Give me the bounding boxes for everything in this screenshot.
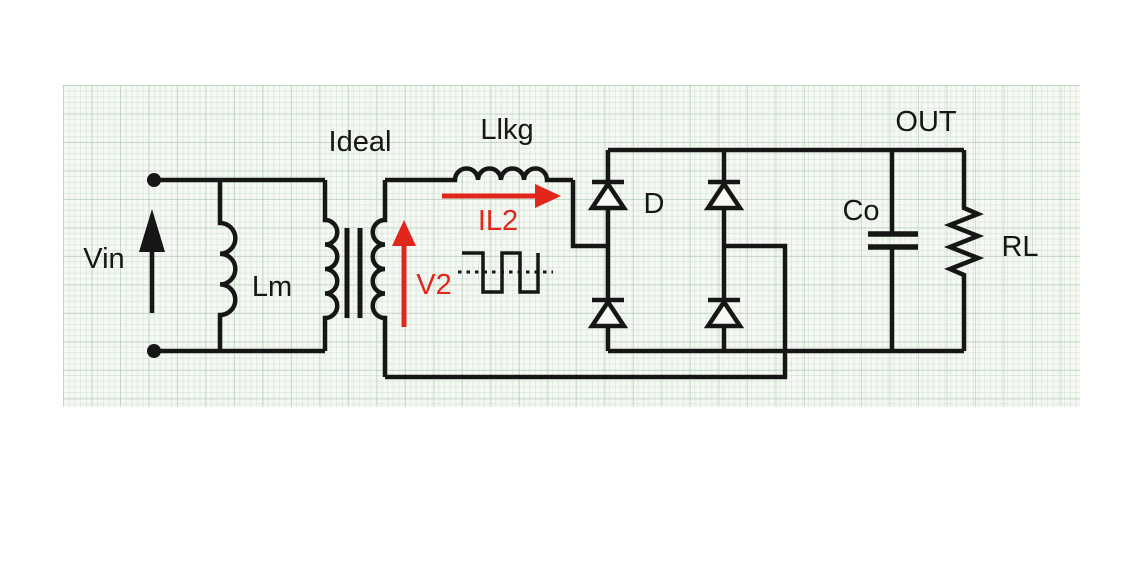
- il2-current-arrow-icon: [442, 184, 561, 208]
- square-wave-icon: [458, 251, 553, 294]
- v2-label: V2: [416, 269, 451, 301]
- primary-wires: [154, 177, 325, 354]
- co-label: Co: [842, 195, 879, 227]
- magnetizing-inductor: [217, 180, 238, 351]
- transformer-primary-winding: [322, 180, 340, 351]
- load-resistor: [943, 150, 985, 351]
- diode-top-left: [587, 179, 629, 211]
- ideal-transformer-label: Ideal: [329, 126, 392, 158]
- diode-bridge: [587, 147, 964, 354]
- il2-label: IL2: [478, 205, 518, 237]
- out-label: OUT: [895, 106, 957, 138]
- vin-label: Vin: [83, 243, 124, 275]
- output-capacitor: [868, 150, 918, 351]
- lm-label: Lm: [252, 271, 292, 303]
- input-terminal-dots: [147, 173, 161, 358]
- v2-voltage-arrow-icon: [392, 220, 416, 327]
- leakage-inductor: [385, 166, 573, 183]
- transformer-core: [344, 228, 363, 318]
- diode-bottom-right: [703, 297, 745, 329]
- secondary-wires: [385, 180, 788, 380]
- llkg-label: Llkg: [480, 114, 533, 146]
- diode-label: D: [644, 188, 665, 220]
- vin-arrow-icon: [139, 209, 165, 313]
- diode-bottom-left: [587, 297, 629, 329]
- diode-top-right: [703, 179, 745, 211]
- rl-label: RL: [1001, 231, 1038, 263]
- transformer-secondary-winding: [370, 180, 388, 377]
